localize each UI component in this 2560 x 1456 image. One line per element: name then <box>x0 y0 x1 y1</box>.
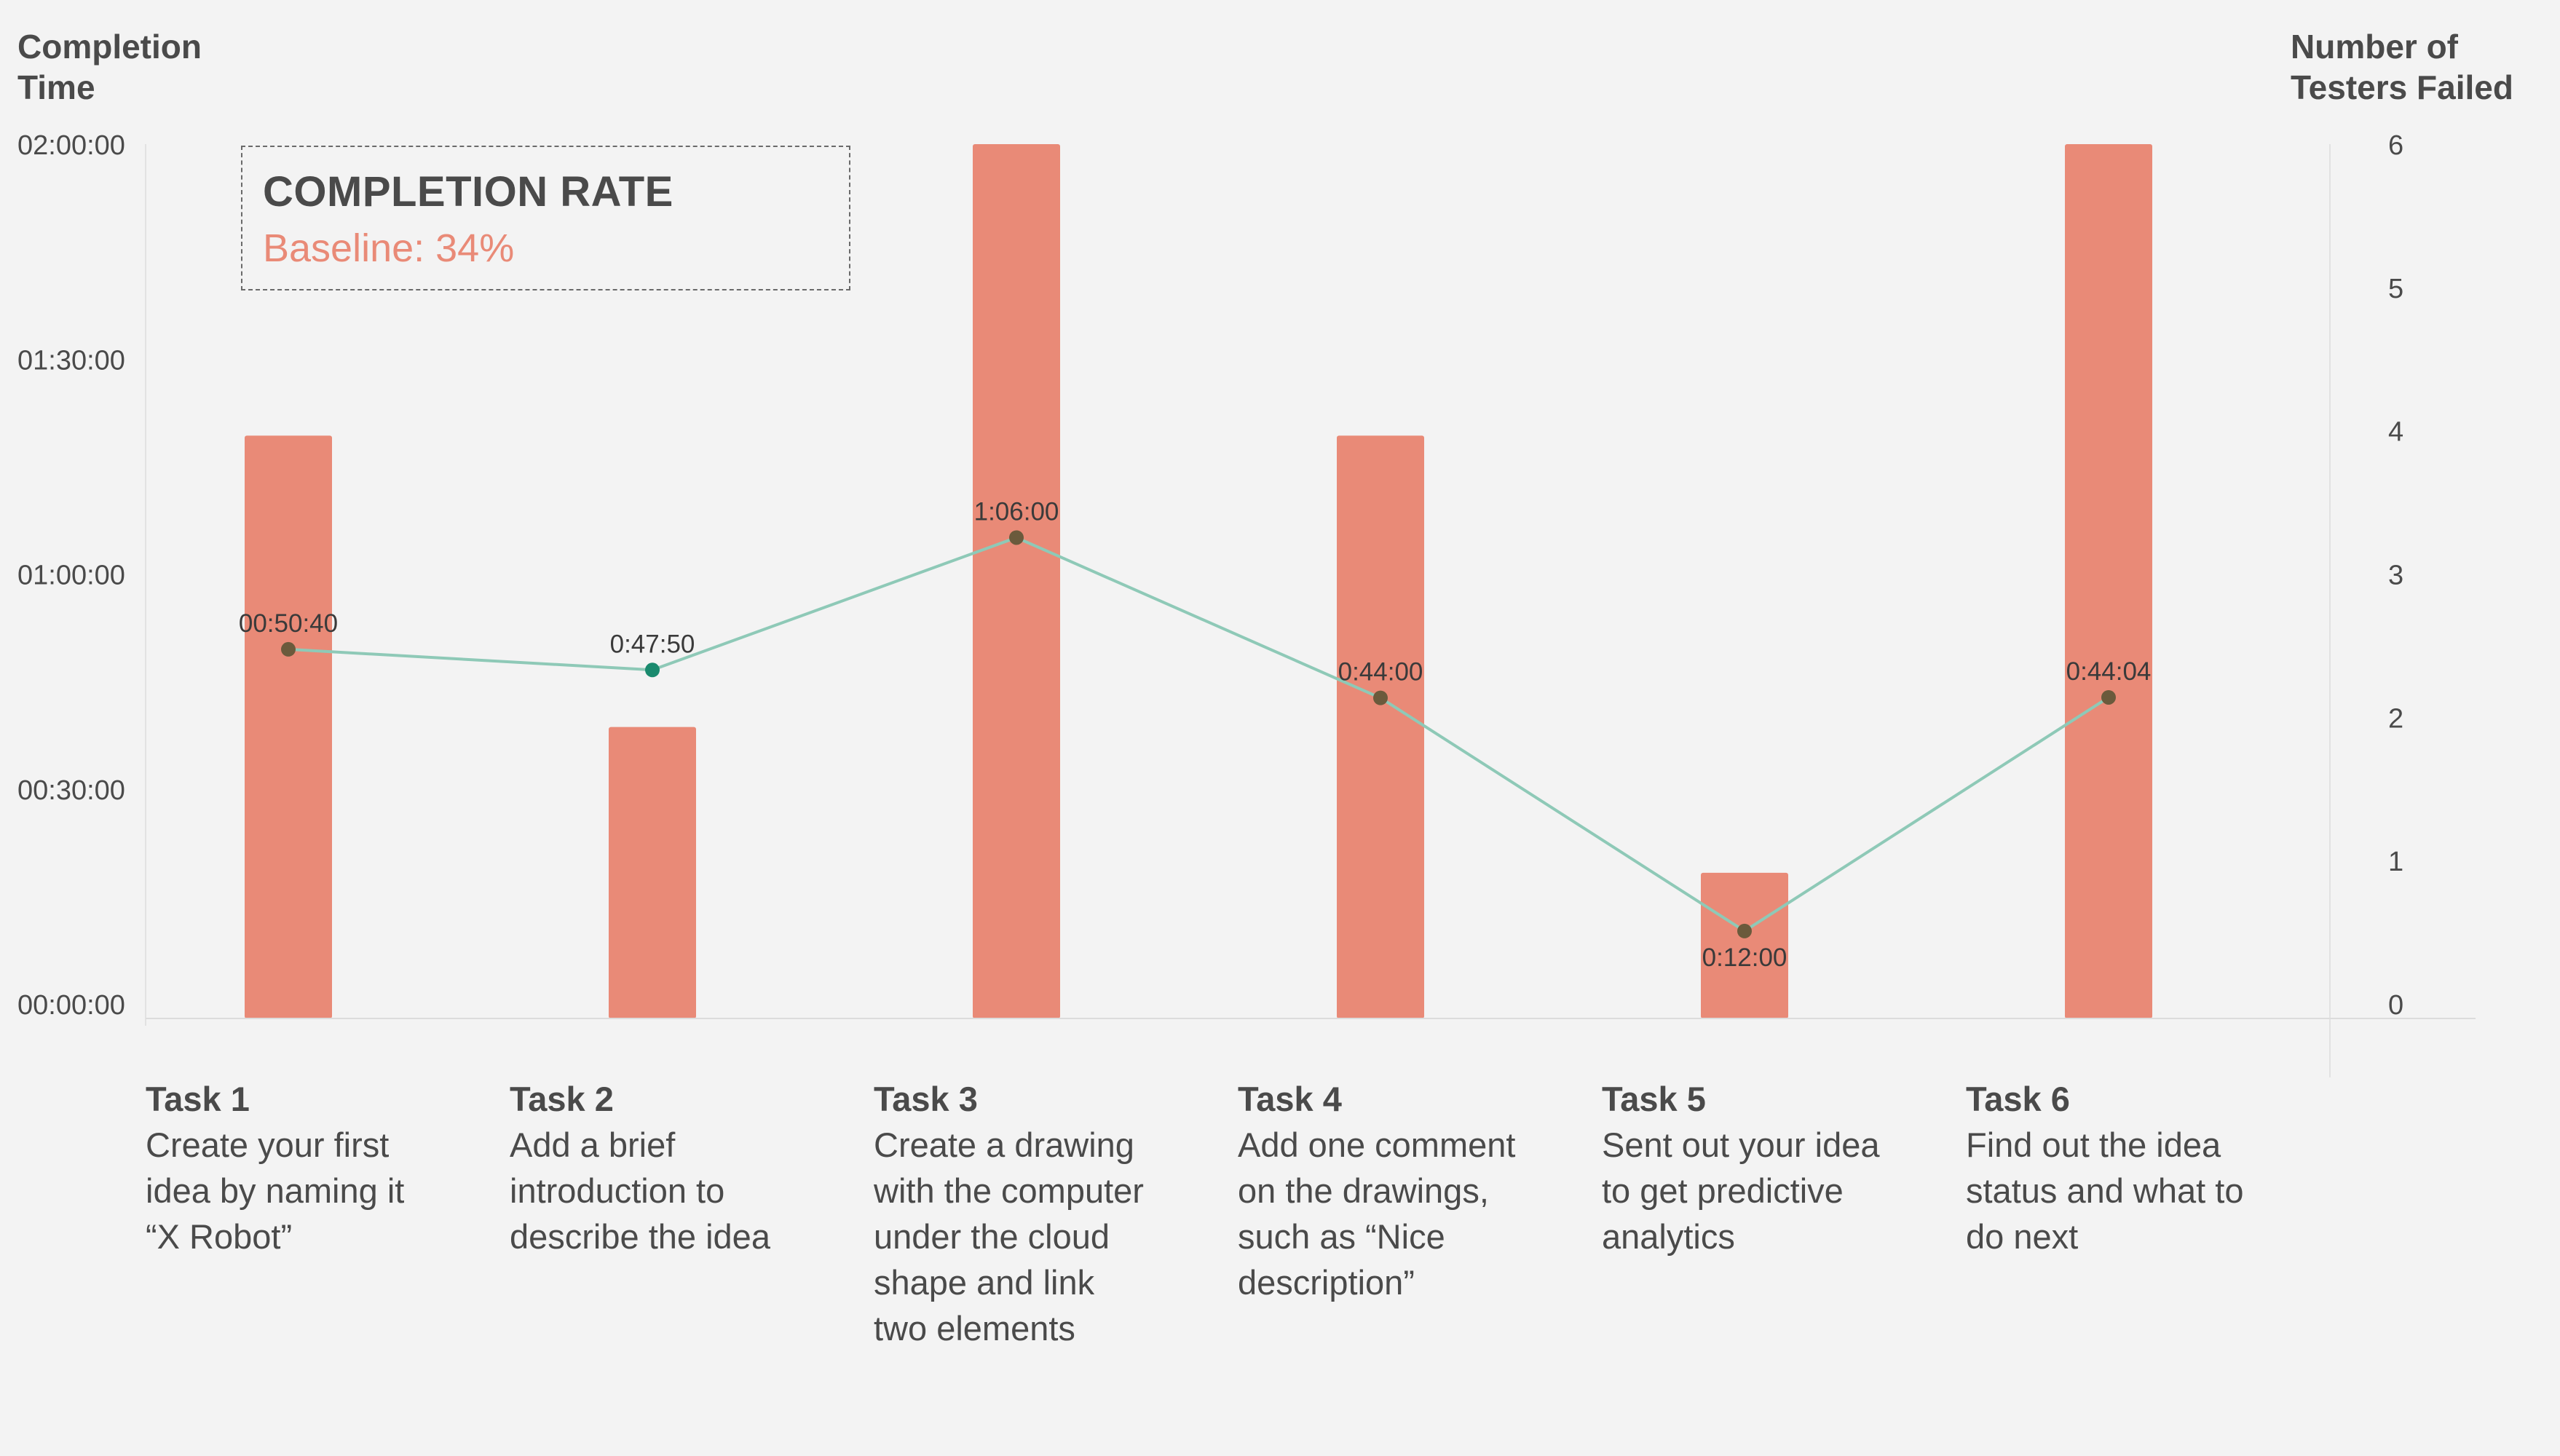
task-1-description: Create your first idea by naming it “X R… <box>146 1125 405 1256</box>
left-tick-label: 00:00:00 <box>17 990 125 1021</box>
completion-time-line <box>288 536 2110 933</box>
right-tick-label: 6 <box>2388 130 2403 161</box>
bar-task-1 <box>245 435 332 1018</box>
right-tick-label: 1 <box>2388 847 2403 877</box>
task-6-caption: Task 6 Find out the idea status and what… <box>1966 1076 2308 1259</box>
task-3-caption: Task 3 Create a drawing with the compute… <box>874 1076 1216 1351</box>
line-point-label: 0:12:00 <box>1702 943 1787 972</box>
task-3-description: Create a drawing with the computer under… <box>874 1125 1144 1348</box>
bar-task-2 <box>609 727 696 1018</box>
callout-title: COMPLETION RATE <box>263 168 673 215</box>
task-2-name: Task 2 <box>510 1080 614 1118</box>
task-4-name: Task 4 <box>1238 1080 1342 1118</box>
right-tick-label: 3 <box>2388 561 2403 591</box>
task-3-name: Task 3 <box>874 1080 978 1118</box>
line-point-label: 0:44:00 <box>1338 658 1423 687</box>
task-4-description: Add one comment on the drawings, such as… <box>1238 1125 1516 1302</box>
line-point <box>645 662 660 678</box>
left-tick-label: 01:00:00 <box>17 561 125 591</box>
line-point <box>2101 689 2116 705</box>
task-5-caption: Task 5 Sent out your idea to get predict… <box>1602 1076 1944 1259</box>
task-6-name: Task 6 <box>1966 1080 2070 1118</box>
bar-task-3 <box>973 144 1060 1018</box>
callout-baseline: Baseline: 34% <box>263 226 515 270</box>
task-4-caption: Task 4 Add one comment on the drawings, … <box>1238 1076 1580 1305</box>
completion-rate-callout: COMPLETION RATE Baseline: 34% <box>241 146 850 290</box>
right-tick-label: 2 <box>2388 703 2403 734</box>
task-1-name: Task 1 <box>146 1080 250 1118</box>
task-1-caption: Task 1 Create your first idea by naming … <box>146 1076 488 1259</box>
task-6-description: Find out the idea status and what to do … <box>1966 1125 2244 1256</box>
task-5-description: Sent out your idea to get predictive ana… <box>1602 1125 1880 1256</box>
task-2-caption: Task 2 Add a brief introduction to descr… <box>510 1076 852 1259</box>
line-point-label: 00:50:40 <box>239 609 338 638</box>
left-axis-title: Completion Time <box>17 28 202 106</box>
bar-task-6 <box>2065 144 2152 1018</box>
right-tick-label: 4 <box>2388 417 2403 448</box>
task-2-description: Add a brief introduction to describe the… <box>510 1125 770 1256</box>
line-point-label: 0:47:50 <box>610 630 695 658</box>
line-point <box>1009 530 1024 545</box>
line-point-label: 0:44:04 <box>2066 657 2152 686</box>
bar-task-5 <box>1701 872 1788 1018</box>
line-point <box>1373 690 1388 705</box>
right-tick-label: 5 <box>2388 274 2403 304</box>
left-tick-label: 00:30:00 <box>17 775 125 806</box>
task-5-name: Task 5 <box>1602 1080 1706 1118</box>
bar-task-4 <box>1337 435 1424 1018</box>
left-tick-label: 02:00:00 <box>17 130 125 161</box>
left-tick-label: 01:30:00 <box>17 345 125 376</box>
right-tick-label: 0 <box>2388 990 2403 1021</box>
line-point <box>281 641 296 657</box>
line-point <box>1737 923 1752 938</box>
line-point-label: 1:06:00 <box>974 497 1059 526</box>
right-axis-title: Number of Testers Failed <box>2291 28 2513 106</box>
